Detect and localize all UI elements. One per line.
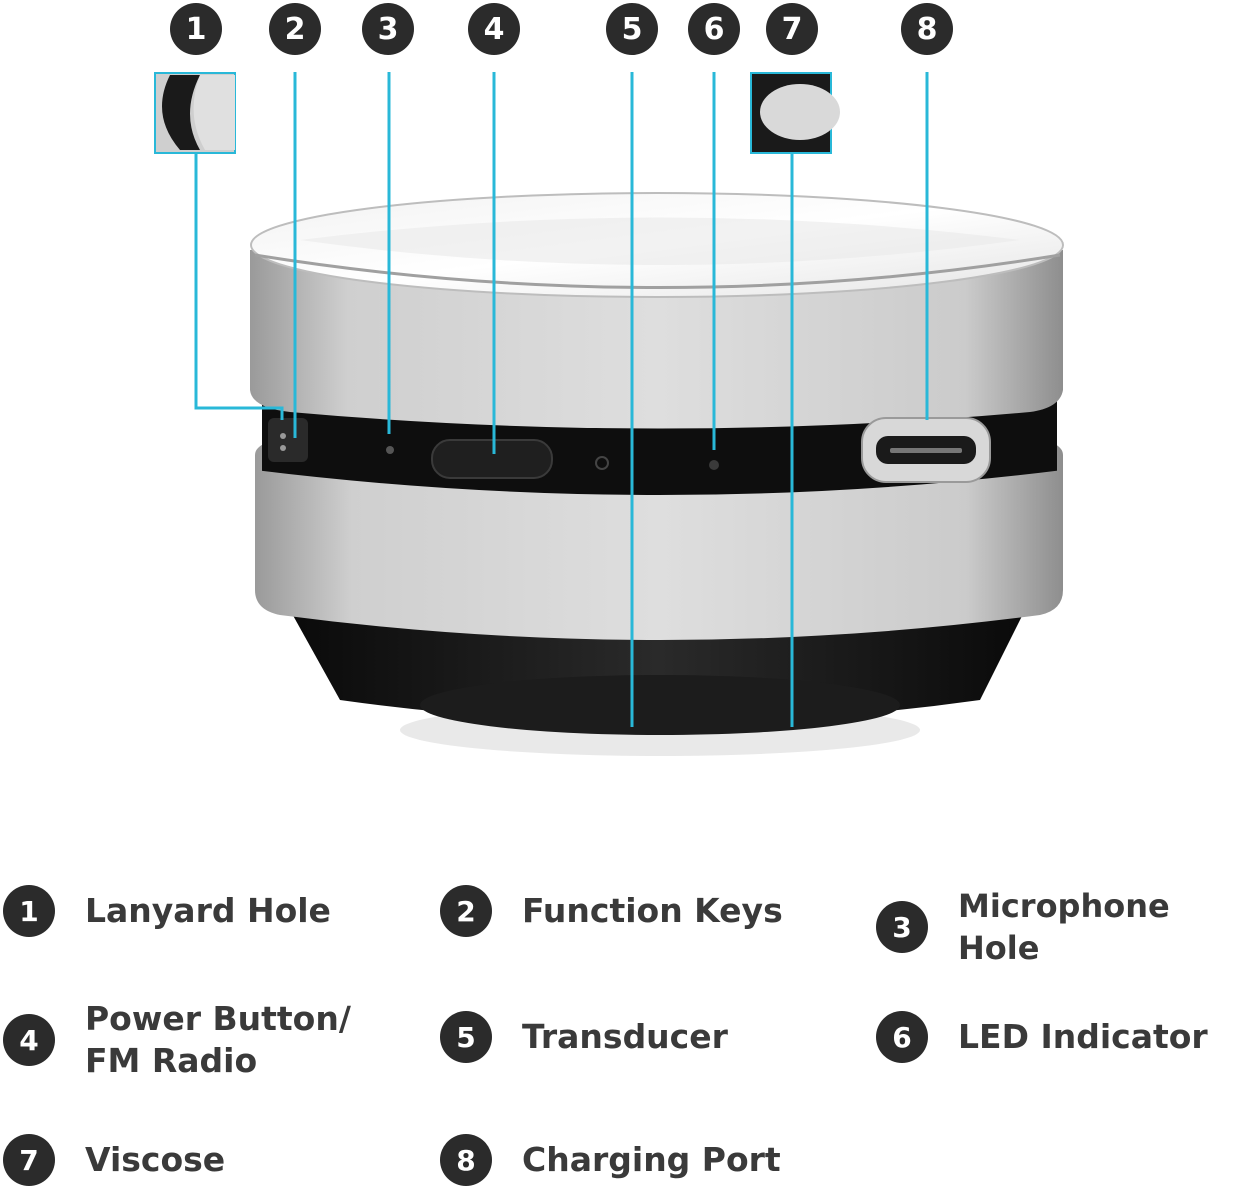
callout-badge-5: 5 <box>606 3 658 55</box>
leader-line-1 <box>194 153 284 420</box>
callout-badge-7: 7 <box>766 3 818 55</box>
legend-label: Transducer <box>522 1017 728 1056</box>
legend-label: Power Button/ FM Radio <box>85 999 351 1080</box>
legend-badge: 1 <box>3 885 55 937</box>
callout-badge-6: 6 <box>688 3 740 55</box>
legend-label: Viscose <box>85 1140 226 1179</box>
callout-badge-4: 4 <box>468 3 520 55</box>
legend-item: 6 LED Indicator <box>876 1011 1208 1063</box>
top-face-sheen <box>300 217 1020 265</box>
lanyard-hole <box>268 418 308 462</box>
lanyard-hole-dot <box>280 433 286 439</box>
inset-viscose-pad <box>760 84 840 140</box>
microphone-hole <box>386 446 394 454</box>
legend-badge: 7 <box>3 1134 55 1186</box>
callout-badge-2: 2 <box>269 3 321 55</box>
charging-port-contacts <box>890 448 962 453</box>
lanyard-hole-dot <box>280 445 286 451</box>
legend-item: 1 Lanyard Hole <box>3 885 331 937</box>
legend-label: LED Indicator <box>958 1017 1208 1056</box>
power-button <box>431 439 553 479</box>
legend-item: 7 Viscose <box>3 1134 225 1186</box>
base-bottom <box>420 675 900 735</box>
legend-item: 8 Charging Port <box>440 1134 781 1186</box>
legend-badge: 3 <box>876 901 928 953</box>
callout-badge-1: 1 <box>170 3 222 55</box>
lower-ring-rim <box>255 470 1063 540</box>
callout-badge-3: 3 <box>362 3 414 55</box>
leader-lines <box>194 72 929 727</box>
led-indicator <box>709 460 719 470</box>
legend-item: 2 Function Keys <box>440 885 783 937</box>
function-key <box>595 456 609 470</box>
upper-ring <box>250 250 1063 429</box>
legend-item: 4 Power Button/ FM Radio <box>3 998 351 1082</box>
top-edge <box>254 253 1061 289</box>
callout-badge-8: 8 <box>901 3 953 55</box>
legend-item: 3 Microphone Hole <box>876 885 1258 969</box>
legend-badge: 5 <box>440 1011 492 1063</box>
legend-badge: 8 <box>440 1134 492 1186</box>
legend-badge: 6 <box>876 1011 928 1063</box>
legend-label: Function Keys <box>522 891 783 930</box>
legend-item: 5 Transducer <box>440 1011 728 1063</box>
legend-label: Lanyard Hole <box>85 891 331 930</box>
legend-label: Charging Port <box>522 1140 781 1179</box>
inset-lanyard-shape <box>162 75 200 150</box>
legend-badge: 2 <box>440 885 492 937</box>
inset-lanyard-ring <box>193 75 235 150</box>
legend-badge: 4 <box>3 1014 55 1066</box>
legend-label: Microphone Hole <box>958 887 1170 967</box>
